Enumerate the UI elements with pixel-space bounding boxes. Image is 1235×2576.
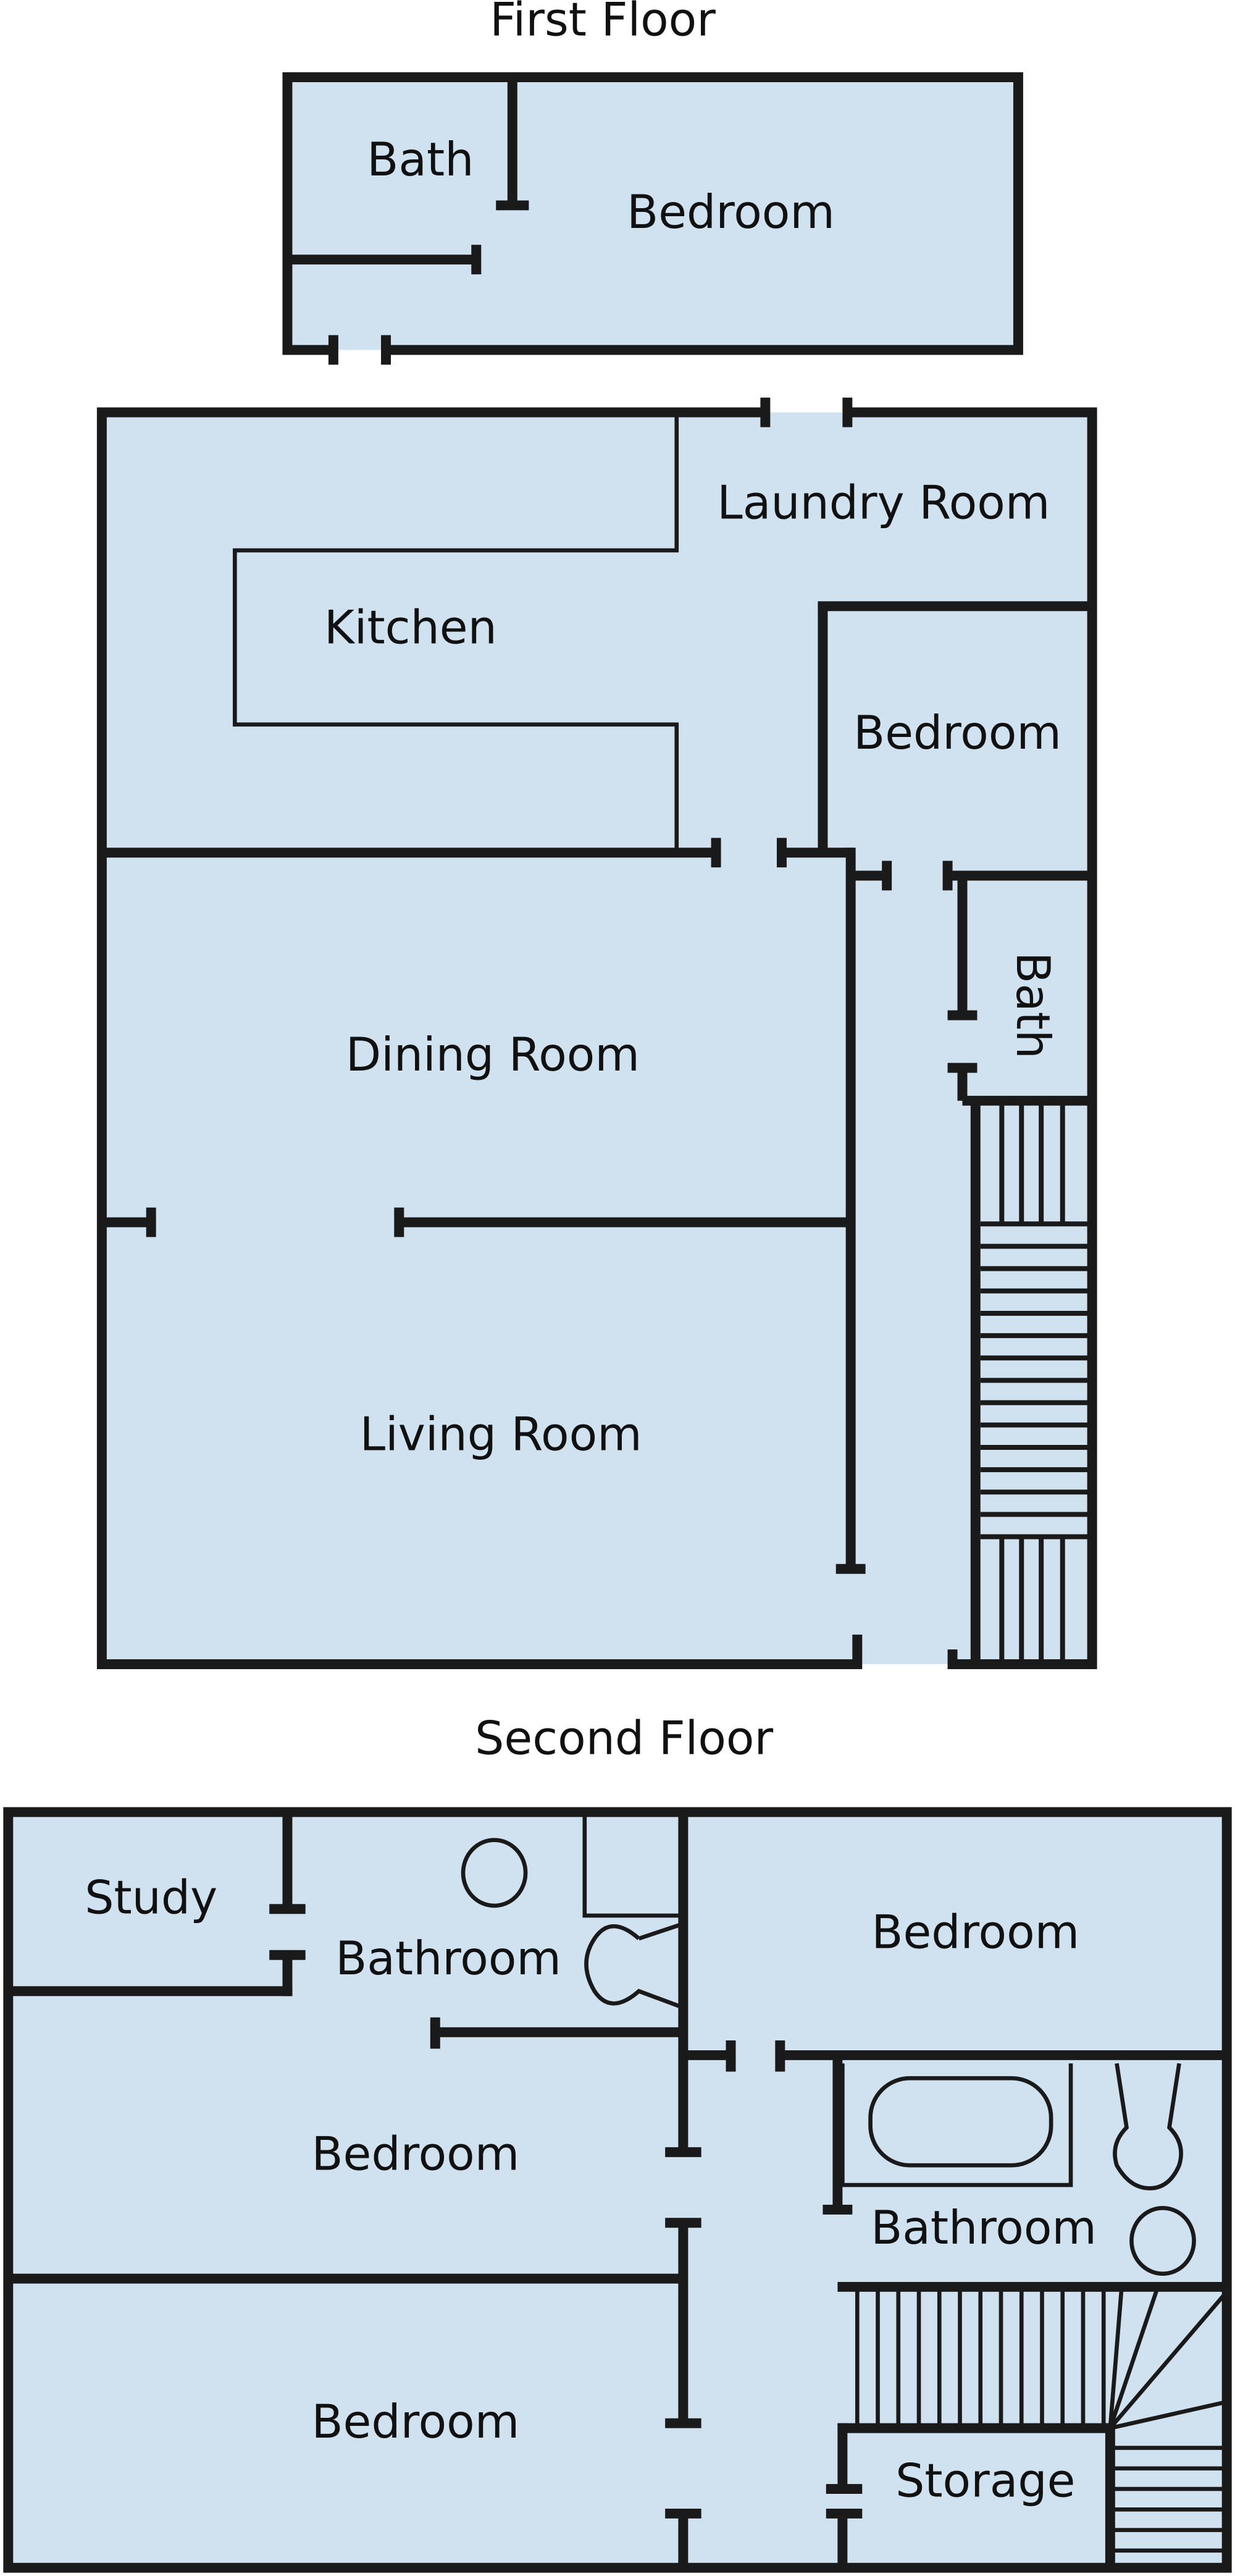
room-label-bath: Bath — [1006, 952, 1060, 1059]
room-label-bath: Bath — [367, 133, 474, 187]
room-label-kitchen: Kitchen — [324, 601, 497, 655]
room-label-storage: Storage — [895, 2454, 1075, 2508]
first-floor-stairs — [962, 1095, 1092, 1665]
room-label-bedroom: Bedroom — [853, 706, 1061, 760]
room-label-bedroom: Bedroom — [311, 2395, 519, 2449]
sink-icon — [1129, 2205, 1196, 2276]
room-label-study: Study — [85, 1871, 217, 1924]
second-floor-block — [3, 1807, 1232, 2573]
room-label-laundry-room: Laundry Room — [717, 476, 1050, 530]
room-label-dining-room: Dining Room — [346, 1028, 640, 1082]
first-floor-main-block — [96, 397, 1097, 1669]
room-label-bedroom: Bedroom — [871, 1905, 1079, 1959]
toilet-icon — [1113, 2063, 1183, 2191]
second-floor-title: Second Floor — [475, 1712, 773, 1766]
first-floor-upper-block — [282, 72, 1023, 365]
toilet-icon — [584, 1922, 684, 2010]
first-floor-title: First Floor — [490, 0, 716, 47]
room-label-bathroom: Bathroom — [335, 1932, 561, 1985]
second-floor-stairs — [837, 2281, 1229, 2568]
room-label-living-room: Living Room — [360, 1408, 642, 1462]
room-label-bedroom: Bedroom — [627, 185, 835, 239]
sink-icon — [461, 1838, 528, 1908]
bathtub-icon — [868, 2076, 1053, 2168]
room-label-bedroom: Bedroom — [311, 2127, 519, 2181]
room-label-bathroom: Bathroom — [871, 2201, 1097, 2255]
